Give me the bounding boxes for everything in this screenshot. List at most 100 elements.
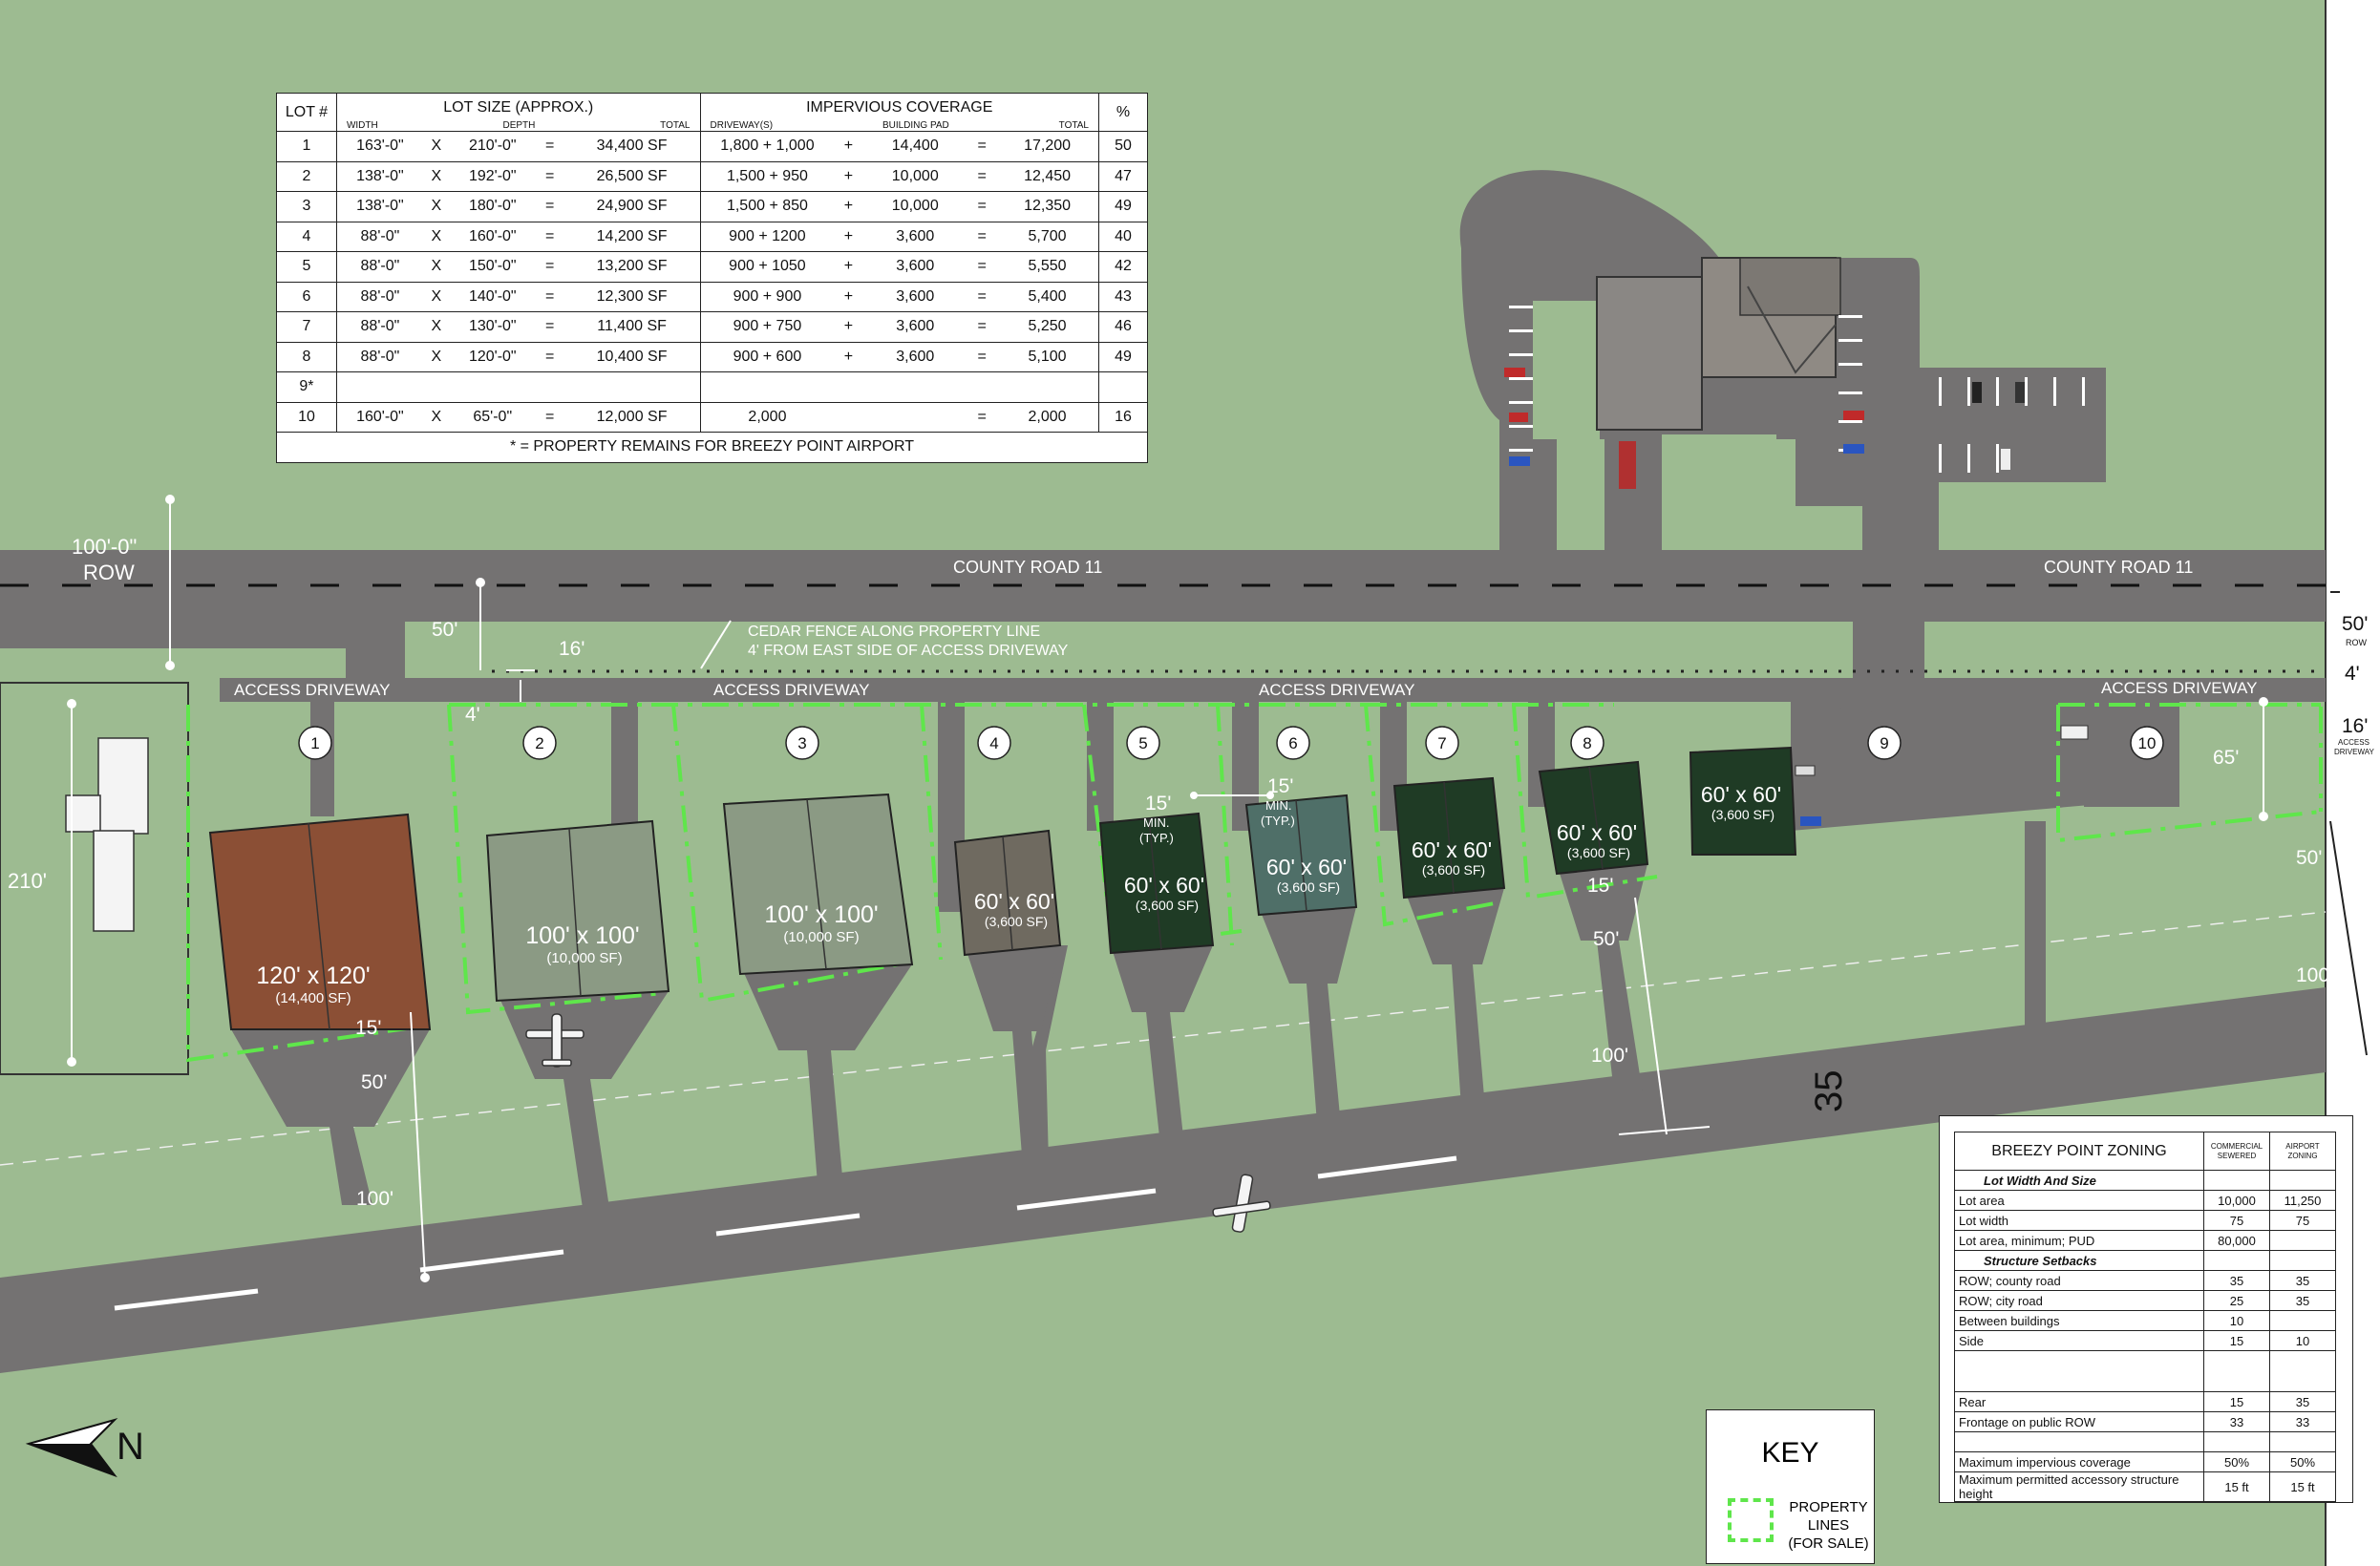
building-area-label: (3,600 SF) bbox=[1422, 862, 1485, 878]
building-area-label: (10,000 SF) bbox=[783, 929, 859, 945]
eq-cell: = bbox=[967, 191, 997, 222]
plus-cell: + bbox=[834, 281, 863, 312]
total-cell: 11,400 SF bbox=[563, 311, 701, 343]
x-cell: X bbox=[422, 131, 450, 162]
pad-cell: 10,000 bbox=[862, 160, 968, 192]
key-entry: PROPERTY LINES(FOR SALE) bbox=[1788, 1499, 1869, 1552]
zoning-value bbox=[2269, 1250, 2336, 1271]
setback-label: 15' bbox=[1145, 793, 1171, 815]
zoning-section-heading: Lot Width And Size bbox=[1954, 1170, 2204, 1191]
eq-cell: = bbox=[535, 281, 564, 312]
building-lot-4 bbox=[953, 829, 1062, 957]
lot-cell: 10 bbox=[276, 401, 337, 433]
impervious-total-cell: 5,100 bbox=[996, 341, 1099, 372]
access-driveway bbox=[220, 678, 2326, 831]
zoning-value: 15 ft bbox=[2203, 1471, 2270, 1502]
percent-cell: 47 bbox=[1097, 160, 1149, 192]
x-cell bbox=[422, 371, 450, 403]
building-area-label: (3,600 SF) bbox=[1277, 879, 1340, 895]
zoning-value: 50% bbox=[2203, 1451, 2270, 1472]
plus-cell: + bbox=[834, 160, 863, 192]
zoning-section-row: Lot Width And Size bbox=[1954, 1170, 2336, 1191]
zoning-value bbox=[2269, 1170, 2336, 1191]
depth-cell: 210'-0" bbox=[449, 131, 536, 162]
impervious-total-cell: 2,000 bbox=[996, 401, 1099, 433]
lot-cell: 5 bbox=[276, 251, 337, 283]
eq-cell: = bbox=[967, 251, 997, 283]
setback-label: (TYP.) bbox=[1261, 814, 1295, 828]
zoning-value bbox=[2203, 1170, 2270, 1191]
width-cell bbox=[335, 371, 423, 403]
plus-cell bbox=[834, 371, 863, 403]
eq-cell: = bbox=[535, 131, 564, 162]
width-cell: 88'-0" bbox=[335, 281, 423, 312]
building-size-label: 100' x 100' bbox=[525, 922, 639, 949]
lot-cell: 4 bbox=[276, 221, 337, 252]
access-driveway-label: ACCESS DRIVEWAY bbox=[2101, 679, 2257, 697]
lot-cell: 6 bbox=[276, 281, 337, 312]
zoning-section-heading: Structure Setbacks bbox=[1954, 1250, 2204, 1271]
setback-label: (TYP.) bbox=[1139, 831, 1174, 845]
property-lines bbox=[186, 703, 2323, 1063]
zoning-value: 33 bbox=[2203, 1411, 2270, 1432]
pad-cell: 3,600 bbox=[862, 281, 968, 312]
lot-cell: 7 bbox=[276, 311, 337, 343]
driveway-cell: 1,500 + 950 bbox=[699, 160, 835, 192]
zoning-value: 10 bbox=[2203, 1310, 2270, 1331]
eq-cell: = bbox=[967, 131, 997, 162]
property-line-swatch bbox=[1728, 1498, 1774, 1542]
dimension-label: 4' bbox=[465, 704, 480, 726]
zoning-label: Frontage on public ROW bbox=[1954, 1411, 2204, 1432]
building-area-label: (3,600 SF) bbox=[1136, 898, 1199, 913]
depth-cell: 160'-0" bbox=[449, 221, 536, 252]
zoning-value: 75 bbox=[2203, 1210, 2270, 1231]
building-size-label: 60' x 60' bbox=[1266, 855, 1347, 879]
key-title: KEY bbox=[1761, 1437, 1819, 1469]
zoning-value: 80,000 bbox=[2203, 1230, 2270, 1251]
fence-note: CEDAR FENCE ALONG PROPERTY LINE bbox=[748, 624, 1040, 640]
lot-number: 2 bbox=[535, 734, 543, 752]
zoning-label: Between buildings bbox=[1954, 1310, 2204, 1331]
zoning-label: ROW; city road bbox=[1954, 1290, 2204, 1311]
zoning-value: 50% bbox=[2269, 1451, 2336, 1472]
dimension-label: 50' bbox=[361, 1071, 387, 1093]
zoning-label: ROW; county road bbox=[1954, 1270, 2204, 1291]
dimension-label: 210' bbox=[8, 869, 47, 893]
percent-cell: 43 bbox=[1097, 281, 1149, 312]
zoning-value: 15 bbox=[2203, 1330, 2270, 1351]
impervious-total-cell: 5,250 bbox=[996, 311, 1099, 343]
eq-cell: = bbox=[535, 221, 564, 252]
access-driveway-label: ACCESS DRIVEWAY bbox=[713, 681, 869, 699]
building-lot-2 bbox=[485, 819, 670, 1003]
row-label: ROW bbox=[83, 561, 135, 584]
road-label: COUNTY ROAD 11 bbox=[2044, 558, 2193, 577]
percent-cell: 42 bbox=[1097, 251, 1149, 283]
width-cell: 88'-0" bbox=[335, 311, 423, 343]
dimension-label: 100' bbox=[356, 1188, 393, 1210]
eq-cell bbox=[535, 371, 564, 403]
dimension-label: 50' bbox=[1593, 928, 1619, 950]
dimension-label: 50' bbox=[432, 619, 457, 641]
building-area-label: (10,000 SF) bbox=[546, 950, 622, 966]
depth-cell: 140'-0" bbox=[449, 281, 536, 312]
eq-cell: = bbox=[535, 160, 564, 192]
zoning-label: Maximum impervious coverage bbox=[1954, 1451, 2204, 1472]
dimension-label: 16' bbox=[559, 638, 584, 660]
building-size-label: 100' x 100' bbox=[764, 901, 878, 928]
driveway-cell: 1,800 + 1,000 bbox=[699, 131, 835, 162]
depth-cell: 120'-0" bbox=[449, 341, 536, 372]
percent-cell: 40 bbox=[1097, 221, 1149, 252]
north-label: N bbox=[117, 1426, 144, 1468]
pad-cell: 3,600 bbox=[862, 341, 968, 372]
zoning-section-row: Structure Setbacks bbox=[1954, 1250, 2336, 1271]
width-cell: 138'-0" bbox=[335, 160, 423, 192]
eq-cell: = bbox=[535, 251, 564, 283]
zoning-label: Lot area bbox=[1954, 1190, 2204, 1211]
